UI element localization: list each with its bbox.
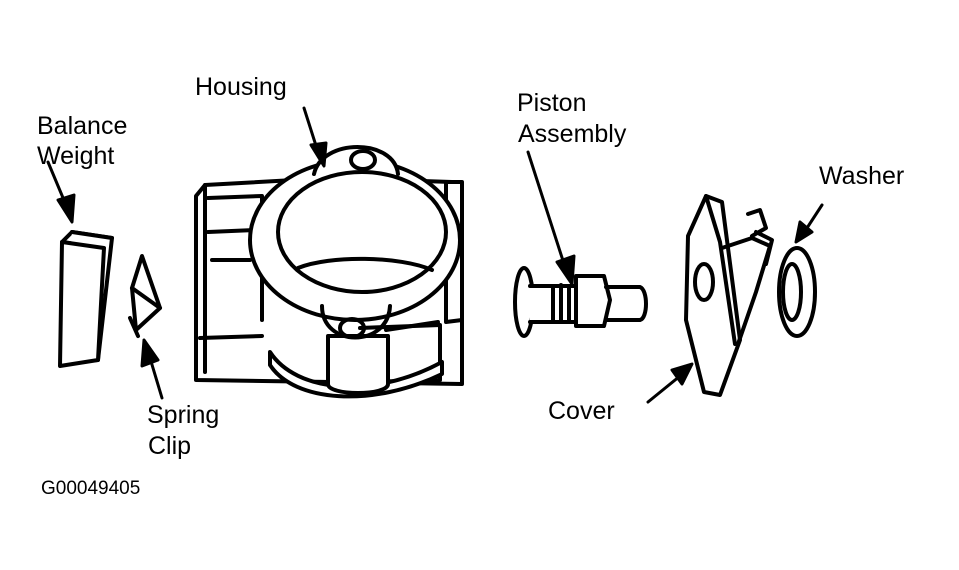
washer-label: Washer: [819, 162, 905, 190]
balance-weight-label-line1: Balance: [37, 112, 128, 140]
cover-part: [684, 194, 774, 397]
figure-code: G00049405: [41, 478, 141, 499]
leader-arrows: [46, 106, 824, 404]
housing-part: [194, 145, 464, 399]
spring-clip-label-line1: Spring: [147, 401, 220, 429]
piston-assembly-part: [513, 266, 648, 338]
housing-label: Housing: [195, 73, 287, 101]
washer-part: [777, 246, 817, 338]
balance-weight-part: [58, 230, 114, 368]
spring-clip-part: [128, 254, 162, 338]
piston-assembly-label-line1: Piston: [517, 89, 587, 117]
cover-label: Cover: [548, 397, 615, 425]
spring-clip-label-line2: Clip: [148, 432, 192, 460]
piston-assembly-label-line2: Assembly: [518, 120, 627, 148]
balance-weight-label-line2: Weight: [37, 142, 115, 170]
